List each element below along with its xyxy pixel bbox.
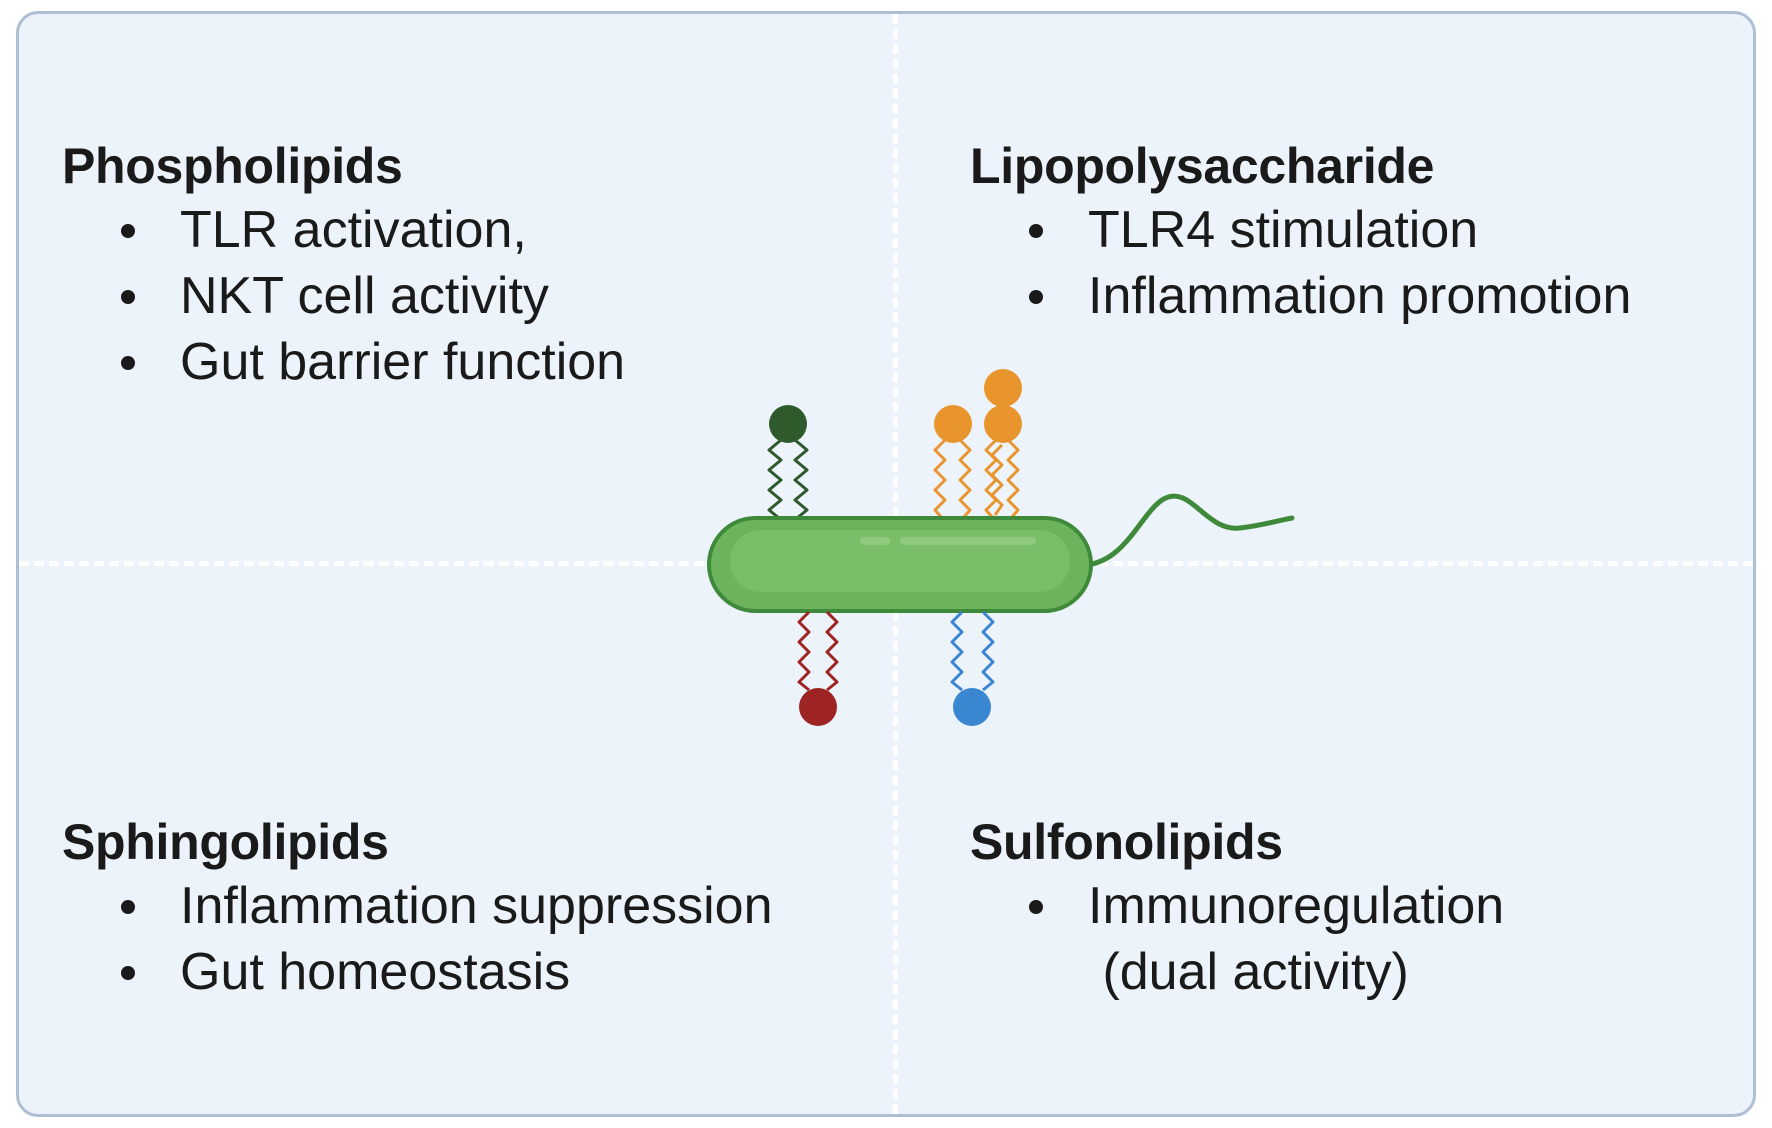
quadrant-sphingolipids: Sphingolipids Inflammation suppression G…: [62, 811, 773, 1005]
bullet-list: TLR activation, NKT cell activity Gut ba…: [62, 197, 625, 395]
sulfonolipid-icon: [950, 610, 995, 726]
list-item: Gut barrier function: [62, 329, 625, 395]
list-item: Inflammation promotion: [970, 263, 1631, 329]
flagellum-icon: [1082, 493, 1295, 568]
list-item: Inflammation suppression: [62, 873, 773, 939]
list-item: TLR activation,: [62, 197, 625, 263]
list-item: Immunoregulation: [970, 873, 1504, 939]
bullet-list: Immunoregulation (dual activity): [970, 873, 1504, 1005]
quadrant-title: Sulfonolipids: [970, 814, 1283, 870]
quadrant-title: Lipopolysaccharide: [970, 138, 1435, 194]
rod-bacterium-icon: [707, 516, 1093, 613]
quadrant-lipopolysaccharide: Lipopolysaccharide TLR4 stimulation Infl…: [970, 135, 1631, 329]
bullet-list: TLR4 stimulation Inflammation promotion: [970, 197, 1631, 329]
lipopolysaccharide-icon: [933, 369, 1022, 519]
quadrant-phospholipids: Phospholipids TLR activation, NKT cell a…: [62, 135, 625, 395]
quadrant-title: Sphingolipids: [62, 814, 389, 870]
list-item-continuation: (dual activity): [1088, 943, 1409, 1001]
list-item: NKT cell activity: [62, 263, 625, 329]
quadrant-sulfonolipids: Sulfonolipids Immunoregulation (dual act…: [970, 811, 1504, 1005]
list-item: Gut homeostasis: [62, 939, 773, 1005]
bullet-list: Inflammation suppression Gut homeostasis: [62, 873, 773, 1005]
quadrant-title: Phospholipids: [62, 138, 403, 194]
phospholipid-icon: [767, 405, 809, 520]
sphingolipid-icon: [797, 610, 839, 726]
list-item: TLR4 stimulation: [970, 197, 1631, 263]
